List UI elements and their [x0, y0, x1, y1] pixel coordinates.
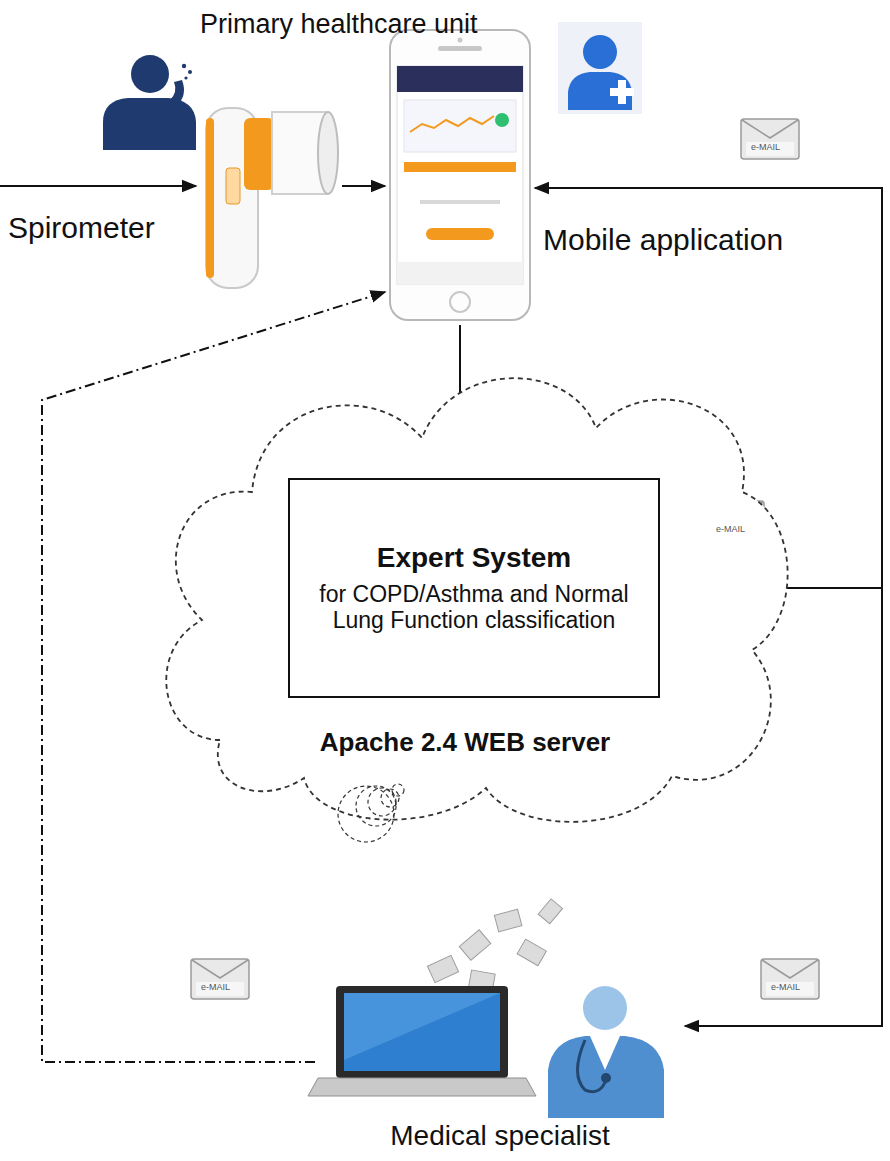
specialist-node: Medical specialist [315, 970, 685, 1158]
paper-sheets [427, 899, 562, 991]
node-title: Mobile application [543, 223, 783, 258]
email-text: e-MAIL [771, 983, 800, 993]
cloud-node: Apache 2.4 WEB server Expert System for CO… [140, 320, 790, 830]
node-title: Expert System [377, 542, 572, 574]
email-icon [191, 959, 249, 999]
node-title: Spirometer [8, 211, 155, 246]
email-text: e-MAIL [201, 983, 230, 993]
node-body: for COPD/Asthma and Normal Lung Function… [306, 581, 642, 634]
health-worker-icon [558, 22, 642, 114]
email-icon [741, 119, 799, 159]
patient-icon [103, 55, 196, 150]
node-title: Apache 2.4 WEB server [140, 728, 790, 758]
phone-node: Mobile application [385, 25, 535, 325]
cloud-swirl [392, 784, 404, 796]
email-icon [761, 959, 819, 999]
email-text: e-MAIL [751, 143, 780, 153]
process-box: Expert System for COPD/Asthma and Normal … [288, 478, 660, 698]
doctor-figure [548, 986, 664, 1118]
email-text: e-MAIL [716, 525, 745, 535]
node-title: Medical specialist [315, 1120, 685, 1152]
spirometer-device [206, 108, 338, 288]
connector [342, 185, 385, 187]
laptop [308, 986, 536, 1096]
cloud-swirl [338, 786, 394, 842]
phone-illustration [390, 30, 530, 320]
input-arrow [0, 185, 196, 187]
cloud-swirl [356, 786, 396, 826]
device-node: Spirometer [8, 95, 340, 295]
group-title: Primary healthcare unit [200, 10, 478, 40]
